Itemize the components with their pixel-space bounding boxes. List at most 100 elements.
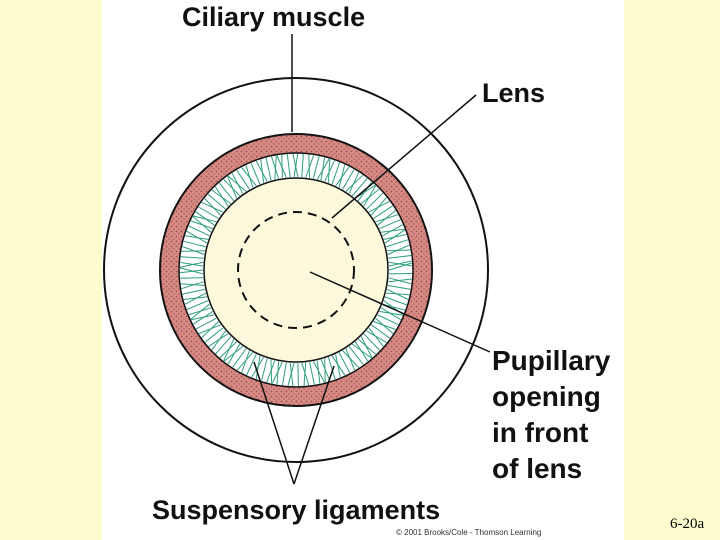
leader-lens [331,94,477,219]
ligament-fiber [342,350,360,368]
ligament-fiber [387,244,410,255]
ligament-fiber [286,154,291,178]
ligament-fiber [219,182,235,202]
ligament-fiber [223,338,235,361]
ligament-fiber [214,186,229,207]
ligament-fiber [215,336,232,355]
ligament-fiber [388,260,412,267]
ligament-fiber [388,278,412,283]
ligament-fiber [338,164,346,188]
ligament-fiber [191,314,215,321]
ligament-fiber [245,165,254,188]
ligament-fiber [348,172,360,194]
leader-suspensory-left [253,361,295,485]
label-pupillary-line-4: of lens [492,453,583,484]
ligament-fiber [183,240,207,248]
ligament-fiber [223,178,241,197]
ligament-fiber [193,310,213,325]
ligament-fiber [223,346,244,362]
leader-suspensory-right [293,365,335,485]
ligament-fiber [204,327,224,343]
ligament-fiber [388,262,412,271]
ligament-fiber [179,269,204,274]
slide-number: 6-20a [670,516,705,532]
ligament-fiber [327,357,336,380]
ligament-fiber [227,343,241,365]
ligament-fiber [388,255,412,259]
ligament-fiber [237,352,254,371]
ligament-fiber [276,361,280,385]
suspensory-ligament-fibers [179,153,412,387]
copyright-notice: © 2001 Brooks/Cole - Thomson Learning [396,528,542,537]
ligament-fiber [195,317,217,330]
ligament-fiber [308,154,311,179]
ligament-fiber [255,355,261,380]
ligament-fiber [201,201,224,213]
lens [203,177,389,363]
ligament-fiber [379,219,401,230]
ligament-fiber [363,333,380,351]
ligament-fiber [331,355,346,376]
pupillary-opening [237,211,355,329]
ligament-fiber [370,197,387,216]
label-pupillary-opening: Pupillary opening in front of lens [492,343,610,487]
ligament-fiber [379,310,403,316]
ligament-fiber [301,362,310,386]
ligament-fiber [351,343,372,359]
ligament-fiber [180,283,205,286]
ligament-fiber [276,155,287,178]
ligament-fiber [184,292,207,305]
ligament-fiber [270,359,273,384]
ligament-fiber [370,324,391,339]
ligament-fiber [186,300,209,310]
ligament-fiber [282,362,287,386]
ligament-fiber [188,307,212,316]
ligament-fiber [193,215,217,223]
ligament-fiber [373,205,393,219]
ligament-fiber [250,162,261,185]
ligament-fiber [366,330,387,344]
ligament-fiber [342,169,355,190]
label-pupillary-line-1: Pupillary [492,345,611,376]
ligament-fiber [357,181,372,202]
ligament-fiber [377,314,399,326]
ligament-fiber [297,362,299,387]
label-pupillary-line-2: opening [492,381,601,412]
ligament-fiber [360,188,380,204]
ligament-fiber [211,189,232,205]
ligament-fiber [345,174,364,192]
ligament-fiber [227,175,247,192]
ligament-fiber [320,359,331,382]
ligament-fiber [384,229,406,244]
ligament-fiber [185,235,209,240]
ligament-fiber [236,169,250,190]
ligament-fiber [232,348,247,368]
ligament-fiber [386,292,410,296]
ligament-fiber [246,353,257,376]
ligament-fiber [380,228,405,233]
ligament-fiber [241,167,257,187]
ligament-fiber [182,288,206,295]
ligament-fiber [219,341,238,358]
ligament-fiber [201,321,219,338]
ligament-fiber [190,303,210,320]
ligament-fiber [289,362,294,387]
ligament-fiber [348,346,364,365]
label-lens: Lens [482,78,546,108]
label-pupillary-line-3: in front [492,417,589,448]
ligament-fiber [327,158,331,183]
ligament-fiber [181,281,204,290]
ligament-fiber [181,250,206,252]
ligament-fiber [271,156,280,179]
ligament-fiber [386,249,411,252]
ligament-fiber [188,225,210,237]
ligament-fiber [338,352,351,374]
ligament-fiber [292,153,299,178]
ligament-fiber [180,277,204,279]
ligament-fiber [198,206,219,219]
ligament-fiber [384,296,407,306]
ligament-fiber [312,156,320,179]
ligament-fiber [351,178,368,197]
